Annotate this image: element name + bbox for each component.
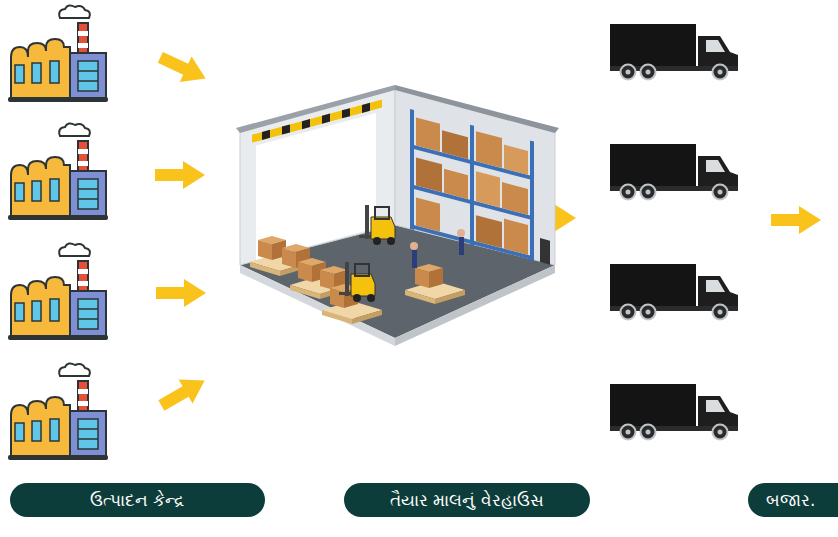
factory-icon — [8, 243, 108, 340]
art-rect — [342, 108, 350, 118]
pill-label: બજાર. — [766, 490, 815, 510]
truck-icon — [610, 24, 738, 80]
flow-arrow — [156, 279, 206, 307]
warehouse-illustration — [236, 85, 559, 346]
art-rect — [530, 140, 534, 261]
art-rect — [416, 118, 440, 152]
truck-icon — [610, 264, 738, 320]
art-path — [240, 88, 395, 265]
truck-icon — [610, 384, 738, 440]
art-rect — [470, 125, 474, 246]
factory-icon — [8, 5, 108, 102]
art-rect — [504, 219, 528, 255]
flow-arrows — [154, 45, 821, 418]
art-circle — [457, 229, 465, 237]
flow-arrow — [771, 206, 821, 234]
factory-icon — [8, 123, 108, 220]
flow-arrow — [154, 45, 211, 92]
art-rect — [476, 171, 500, 207]
flow-arrow — [155, 161, 205, 189]
art-use — [359, 205, 395, 245]
art-rect — [322, 114, 330, 124]
art-path — [395, 88, 555, 265]
art-rect — [442, 130, 468, 159]
art-rect — [362, 103, 370, 113]
art-use — [415, 264, 443, 288]
art-use — [258, 236, 286, 260]
art-circle — [410, 242, 418, 250]
art-rect — [410, 109, 414, 230]
label-pill: બજાર. — [748, 483, 838, 517]
label-pill: ઉત્પાદન કેન્દ્ર — [10, 483, 265, 517]
flow-arrow — [154, 368, 211, 417]
art-rect — [459, 237, 464, 255]
art-rect — [540, 238, 550, 265]
art-rect — [476, 215, 502, 248]
art-rect — [444, 169, 468, 199]
art-use — [339, 262, 375, 302]
pill-label: ઉત્પાદન કેન્દ્ર — [90, 490, 184, 510]
art-g — [410, 109, 550, 266]
art-rect — [416, 158, 442, 193]
art-rect — [416, 198, 440, 232]
art-rect — [412, 250, 417, 268]
art-rect — [282, 124, 290, 134]
art-rect — [504, 145, 528, 175]
art-rect — [502, 182, 528, 215]
art-rect — [262, 130, 270, 140]
truck-icons — [610, 24, 738, 440]
pill-label: તૈયાર માલનું વેરહાઉસ — [390, 490, 544, 510]
art-rect — [476, 131, 502, 168]
factory-icon — [8, 363, 108, 460]
art-rect — [302, 119, 310, 129]
art-rect — [256, 113, 376, 261]
label-pill: તૈયાર માલનું વેરહાઉસ — [344, 483, 590, 517]
truck-icon — [610, 144, 738, 200]
factory-icons — [8, 5, 108, 460]
art-path — [395, 265, 555, 346]
